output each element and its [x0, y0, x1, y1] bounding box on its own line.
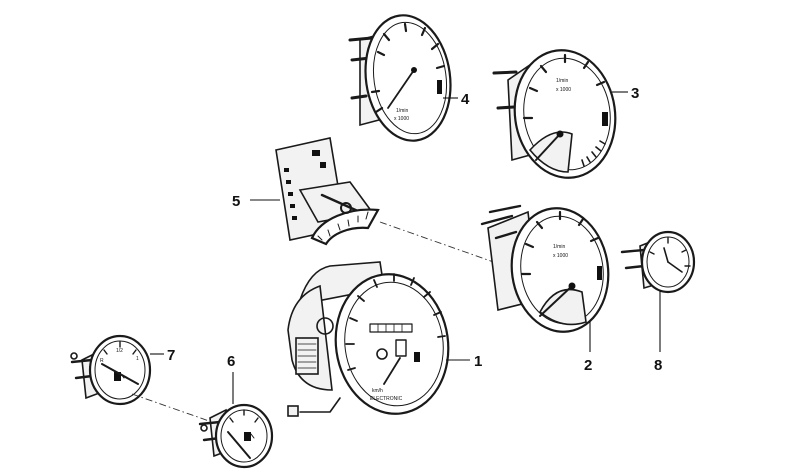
callout-7: 7 — [167, 347, 175, 364]
gauge-3-factor: x 1000 — [556, 87, 571, 93]
callout-5: 5 — [232, 193, 240, 210]
alignment-line-7-6 — [131, 393, 213, 423]
gauge-2-unit: 1/min — [553, 244, 565, 250]
gauge-5-circuit-module[interactable] — [275, 137, 380, 246]
gauge-2-factor: x 1000 — [553, 253, 568, 259]
callout-3: 3 — [631, 85, 639, 102]
alignment-line-5-2 — [379, 221, 506, 267]
gauge-4-factor: x 1000 — [394, 116, 409, 122]
gauge-7-reserve-mark: R — [100, 358, 104, 364]
gauge-1-brand: ELECTRONIC — [370, 396, 403, 402]
gauge-1-unit: km/h — [372, 388, 383, 394]
fuel-pump-icon-2 — [244, 432, 255, 441]
gauge-3-unit: 1/min — [556, 78, 568, 84]
gauge-6-fuel[interactable] — [198, 403, 274, 469]
gauge-2-tachometer[interactable]: 1/min x 1000 — [480, 202, 616, 338]
callout-8: 8 — [654, 357, 662, 374]
gauge-4-tachometer[interactable]: 1/min x 1000 — [348, 10, 458, 146]
callout-2: 2 — [584, 357, 592, 374]
callout-4: 4 — [461, 91, 470, 108]
gauge-7-half-mark: 1/2 — [116, 348, 123, 354]
gauge-1-speedometer[interactable]: km/h ELECTRONIC — [287, 261, 457, 421]
gauge-7-full-mark: 1 — [136, 356, 139, 362]
callout-6: 6 — [227, 353, 235, 370]
callout-1: 1 — [474, 353, 482, 370]
gauge-4-unit: 1/min — [396, 108, 408, 114]
gauge-7-fuel[interactable]: R 1/2 1 — [70, 334, 152, 406]
gauge-8-clock[interactable] — [620, 230, 696, 294]
gauge-3-tachometer[interactable]: 1/min x 1000 — [492, 44, 623, 185]
